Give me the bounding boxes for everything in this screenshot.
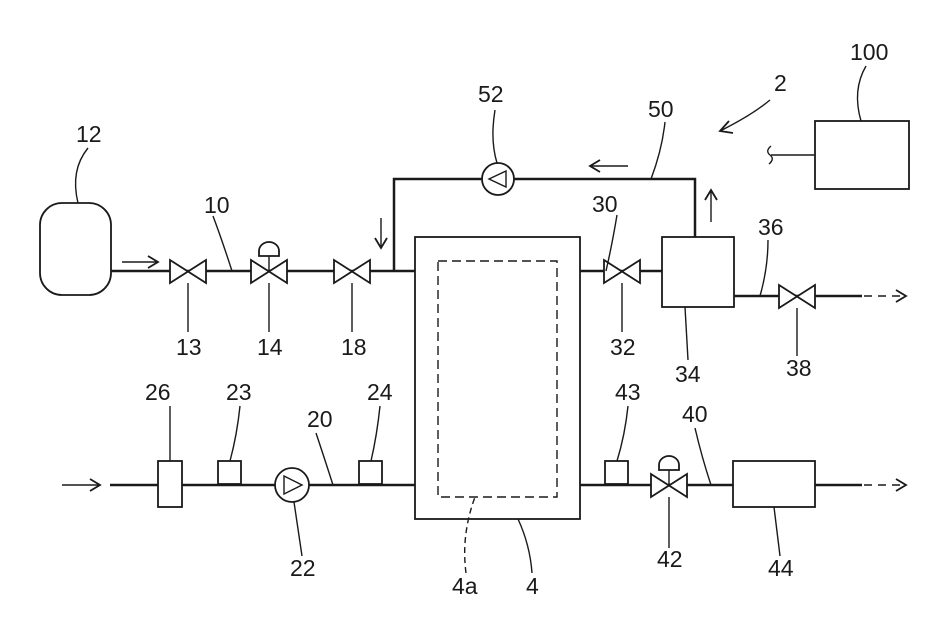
label-4: 4 (526, 573, 539, 599)
unit-44 (733, 461, 815, 507)
label-2: 2 (774, 70, 787, 96)
label-4a: 4a (452, 573, 478, 599)
flow-arrow-supply (122, 256, 158, 268)
label-52: 52 (478, 81, 504, 107)
valve-38 (779, 285, 815, 308)
label-38: 38 (786, 355, 812, 381)
pump-22 (275, 468, 309, 502)
system-indicator-arrow-2 (720, 100, 770, 133)
valve-32 (604, 260, 640, 283)
label-42: 42 (657, 546, 683, 572)
flow-arrow-up (705, 190, 717, 222)
tank-12 (40, 203, 111, 295)
flow-arrow-out-40 (864, 479, 906, 491)
label-13: 13 (176, 334, 202, 360)
label-50: 50 (648, 96, 674, 122)
flow-arrow-out-36 (864, 290, 906, 302)
label-23: 23 (226, 379, 252, 405)
separator-34 (662, 237, 734, 307)
control-valve-14 (251, 242, 287, 283)
sensor-43 (605, 461, 628, 484)
valve-13 (170, 260, 206, 283)
label-32: 32 (610, 334, 636, 360)
control-valve-42 (651, 456, 687, 497)
label-14: 14 (257, 334, 283, 360)
controller-100 (768, 121, 909, 189)
label-30: 30 (592, 191, 618, 217)
label-24: 24 (367, 379, 393, 405)
label-20: 20 (307, 406, 333, 432)
label-43: 43 (615, 379, 641, 405)
label-10: 10 (204, 192, 230, 218)
flow-arrow-left (590, 160, 628, 172)
flow-arrow-in-20 (62, 479, 100, 491)
label-22: 22 (290, 555, 316, 581)
sensor-24 (359, 461, 382, 484)
valve-18 (334, 260, 370, 283)
label-12: 12 (76, 121, 102, 147)
label-18: 18 (341, 334, 367, 360)
label-26: 26 (145, 379, 171, 405)
label-34: 34 (675, 361, 701, 387)
filter-26 (158, 461, 182, 507)
label-36: 36 (758, 214, 784, 240)
label-100: 100 (850, 39, 888, 65)
sensor-23 (218, 461, 241, 484)
label-40: 40 (682, 401, 708, 427)
recirculation-pump-52 (482, 163, 514, 195)
flow-arrow-down (375, 218, 387, 248)
label-44: 44 (768, 555, 794, 581)
fuel-cell-4 (415, 237, 580, 519)
